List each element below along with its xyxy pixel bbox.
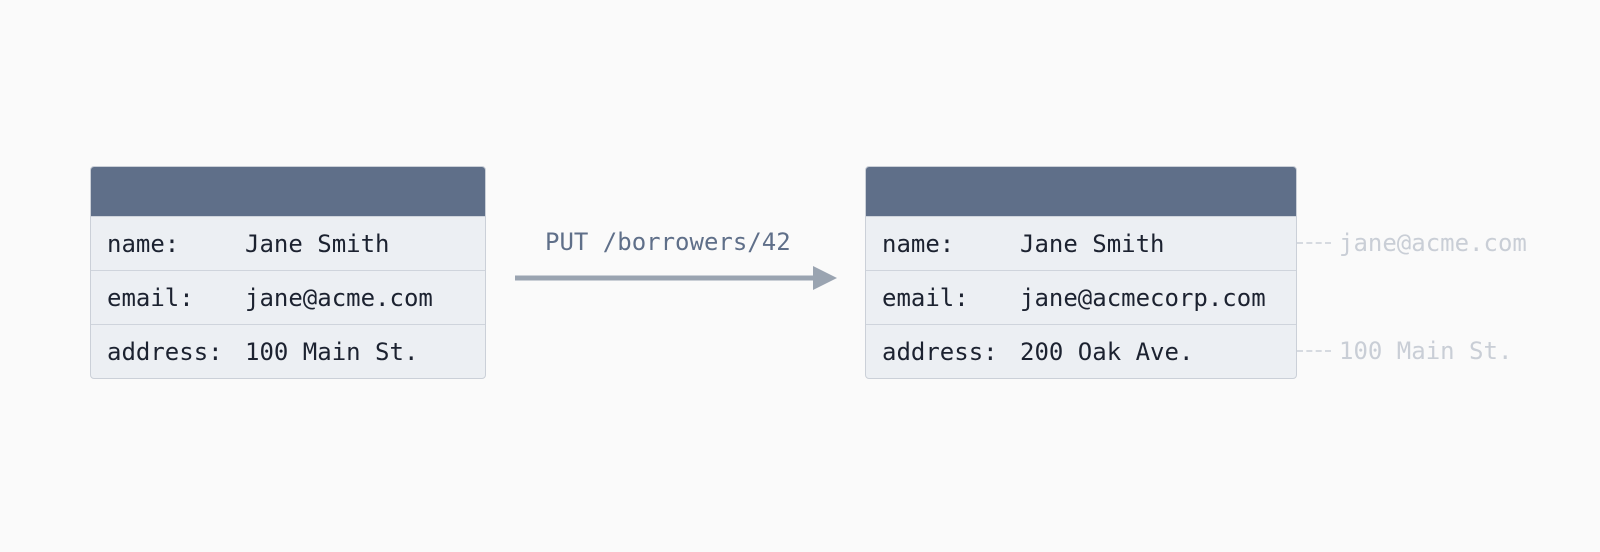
field-key: email:: [107, 283, 194, 312]
dashed-connector: [1297, 242, 1331, 244]
record-before: name: Jane Smith email: jane@acme.com addr…: [90, 166, 486, 379]
field-key: address:: [882, 337, 998, 366]
field-value: 100 Main St.: [245, 337, 419, 366]
previous-email-value: jane@acme.com: [1339, 229, 1527, 257]
field-value: Jane Smith: [1020, 229, 1165, 258]
field-key: address:: [107, 337, 223, 366]
record-before-row-address: address: 100 Main St.: [91, 324, 485, 378]
record-before-row-email: email: jane@acme.com: [91, 270, 485, 324]
previous-address-annotation: 100 Main St.: [1297, 324, 1512, 378]
record-after-row-name: name: Jane Smith: [866, 216, 1296, 270]
field-value: 200 Oak Ave.: [1020, 337, 1194, 366]
field-value: jane@acmecorp.com: [1020, 283, 1266, 312]
field-key: name:: [882, 229, 955, 258]
previous-address-value: 100 Main St.: [1339, 337, 1513, 365]
record-after-header: [866, 167, 1296, 216]
request-label: PUT /borrowers/42: [545, 228, 791, 256]
field-value: Jane Smith: [245, 229, 390, 258]
field-value: jane@acme.com: [245, 283, 433, 312]
previous-email-annotation: jane@acme.com: [1297, 216, 1527, 270]
record-after: name:Jane Smith email:jane@acmecorp.com …: [865, 166, 1297, 379]
field-key: name:: [107, 229, 180, 258]
field-key: email:: [882, 283, 969, 312]
record-before-header: [91, 167, 485, 216]
dashed-connector: [1297, 350, 1331, 352]
request-arrow-group: PUT /borrowers/42: [515, 228, 840, 308]
record-before-row-name: name: Jane Smith: [91, 216, 485, 270]
record-after-row-email: email: jane@acmecorp.com: [866, 270, 1296, 324]
right-arrow-icon: [515, 266, 837, 290]
record-after-row-address: address: 200 Oak Ave.: [866, 324, 1296, 378]
